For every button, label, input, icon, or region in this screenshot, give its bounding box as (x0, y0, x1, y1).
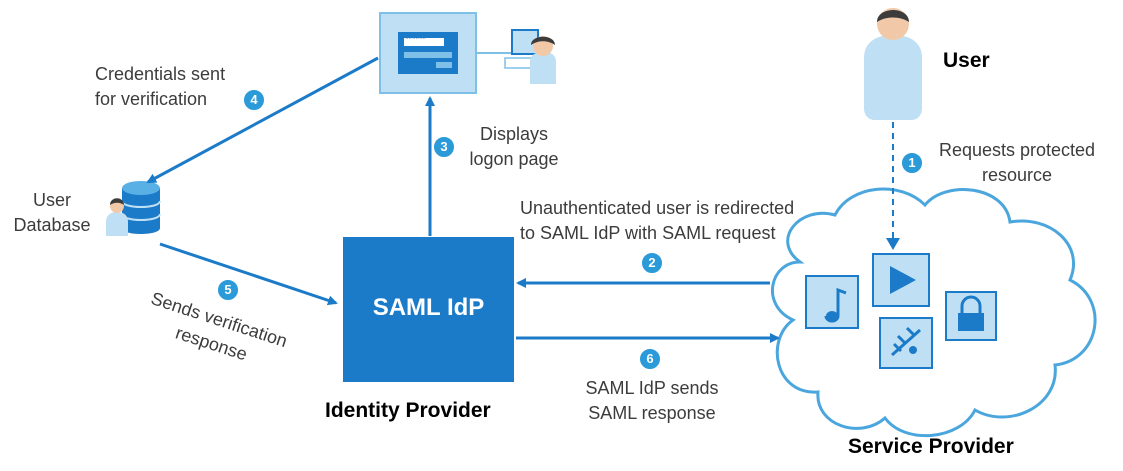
user-icon (864, 8, 922, 120)
padlock-icon (945, 291, 997, 341)
login-screen-icon (379, 12, 512, 94)
play-icon (872, 253, 930, 307)
step-badge-4: 4 (243, 89, 265, 111)
step-4-line-1: Credentials sent (95, 64, 226, 84)
login-password-mask: ****** (405, 34, 427, 44)
step-badge-5: 5 (217, 279, 239, 301)
step-2-label: Unauthenticated user is redirected to SA… (520, 196, 860, 246)
step-3-label: Displays logon page (458, 122, 570, 172)
saml-idp-box: SAML IdP (343, 237, 514, 382)
step-4-line-2: for verification (95, 89, 208, 109)
user-database-line-1: User (32, 190, 71, 210)
step-1-line-2: resource (981, 165, 1053, 185)
cloud-icon (770, 187, 1097, 438)
arrow-step-1 (886, 122, 900, 250)
step-badge-6: 6 (639, 348, 661, 370)
step-1-line-1: Requests protected (938, 140, 1096, 160)
step-2-line-1: Unauthenticated user is redirected (520, 198, 795, 218)
saml-idp-label: SAML IdP (372, 294, 485, 321)
step-2-line-2: to SAML IdP with SAML request (520, 223, 776, 243)
step-3-line-2: logon page (469, 149, 559, 169)
step-6-line-1: SAML IdP sends (585, 378, 719, 398)
step-badge-2: 2 (641, 252, 663, 274)
person-at-computer-icon (504, 29, 556, 84)
service-provider-label: Service Provider (848, 435, 1014, 458)
step-6-line-2: SAML response (588, 403, 716, 423)
satellite-icon (879, 317, 933, 369)
user-label: User (943, 49, 990, 72)
identity-provider-label: Identity Provider (325, 399, 491, 422)
arrow-step-5 (159, 242, 338, 306)
music-note-icon (805, 275, 859, 329)
database-icon (106, 181, 161, 236)
user-database-line-2: Database (13, 215, 91, 235)
arrow-step-4 (146, 56, 379, 184)
step-6-label: SAML IdP sends SAML response (562, 376, 742, 426)
step-badge-3: 3 (433, 136, 455, 158)
step-4-label: Credentials sent for verification (95, 62, 265, 112)
step-1-label: Requests protected resource (921, 138, 1113, 188)
user-database-label: User Database (6, 188, 98, 238)
step-3-line-1: Displays (479, 124, 549, 144)
step-badge-1: 1 (901, 152, 923, 174)
